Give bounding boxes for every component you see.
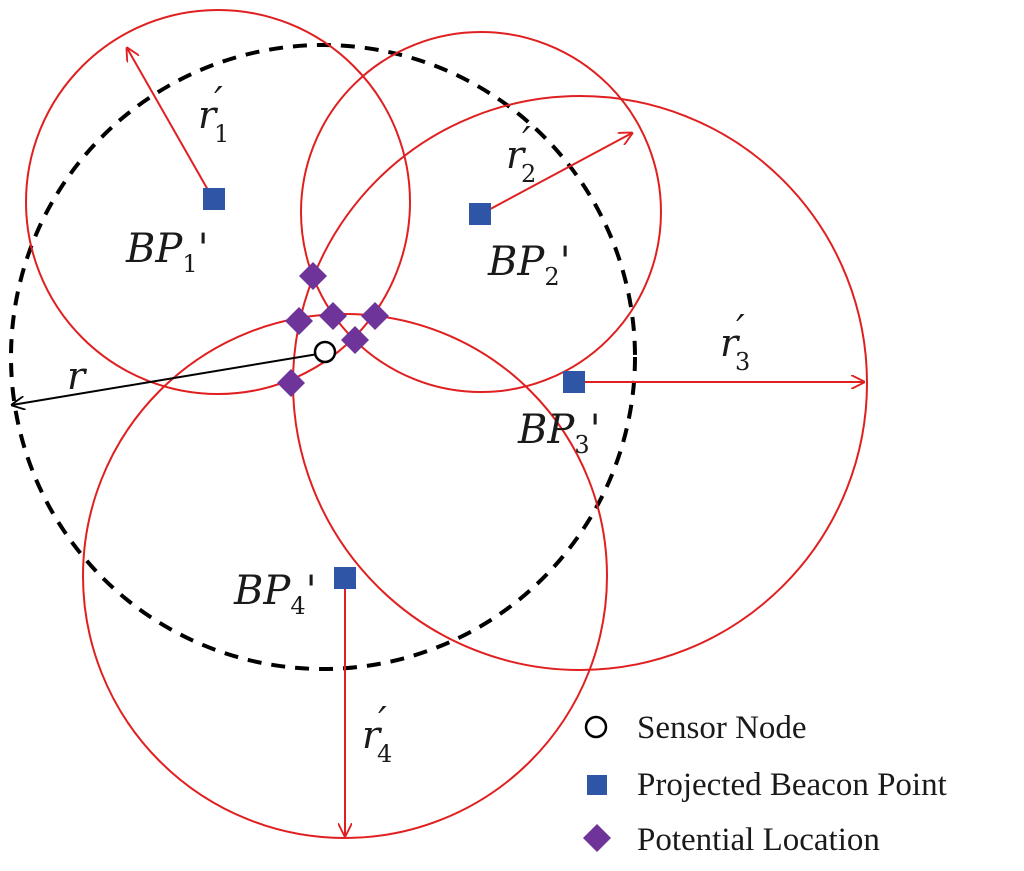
r4-label: r′ bbox=[362, 699, 387, 757]
radius-arrow-2 bbox=[480, 133, 632, 215]
sensing-radius-label: r bbox=[67, 354, 88, 398]
sensing-radius-arrow bbox=[12, 353, 319, 405]
r2-subscript: 2 bbox=[521, 160, 536, 188]
beacon-point-3 bbox=[563, 371, 585, 393]
potential-location-1 bbox=[299, 262, 327, 290]
potential-location-6 bbox=[277, 369, 305, 397]
bp1-label: BP1' bbox=[125, 226, 209, 278]
r4-subscript: 4 bbox=[377, 740, 392, 768]
beacon-point-2 bbox=[469, 203, 491, 225]
sensing-range-circle bbox=[9, 43, 637, 671]
r1-subscript: 1 bbox=[214, 120, 229, 148]
sensor-node bbox=[313, 340, 337, 364]
beacon-range-circle-2 bbox=[300, 31, 662, 393]
radius-arrow-1 bbox=[127, 48, 213, 198]
bp2-label: BP2' bbox=[487, 239, 571, 291]
r2-label: r′ bbox=[506, 119, 531, 177]
r1-label: r′ bbox=[198, 79, 223, 137]
potential-location-2 bbox=[285, 307, 313, 335]
bp4-label: BP4' bbox=[233, 568, 317, 620]
legend-beacon-point-icon bbox=[587, 775, 607, 795]
legend-potential-location-label: Potential Location bbox=[637, 822, 880, 858]
potential-location-3 bbox=[319, 302, 347, 330]
r3-label: r′ bbox=[720, 307, 745, 365]
legend: Sensor Node Projected Beacon Point Poten… bbox=[583, 710, 947, 858]
bp3-label: BP3' bbox=[517, 407, 601, 459]
legend-sensor-node-icon bbox=[584, 715, 608, 739]
potential-location-5 bbox=[341, 326, 369, 354]
beacon-point-4 bbox=[334, 567, 356, 589]
beacon-range-circle-1 bbox=[25, 9, 411, 395]
legend-beacon-point-label: Projected Beacon Point bbox=[637, 767, 947, 803]
beacon-point-1 bbox=[203, 188, 225, 210]
legend-potential-location-icon bbox=[583, 824, 611, 852]
r3-subscript: 3 bbox=[735, 348, 750, 376]
legend-sensor-node-label: Sensor Node bbox=[637, 710, 807, 746]
potential-location-4 bbox=[361, 302, 389, 330]
